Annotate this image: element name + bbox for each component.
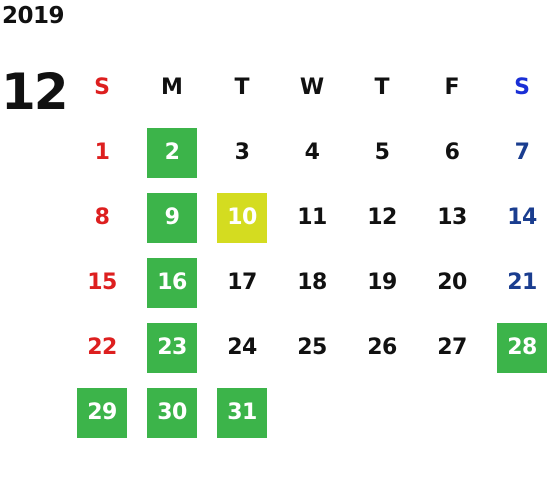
weekday-header-thursday: T <box>374 75 390 100</box>
calendar-day-number: 29 <box>77 387 127 438</box>
calendar-day-number: 22 <box>87 335 117 360</box>
calendar-day-cell[interactable]: 5 <box>347 120 417 185</box>
calendar-month: 12 <box>1 63 69 121</box>
calendar-year: 2019 <box>2 3 65 29</box>
calendar-day-number: 5 <box>374 140 390 165</box>
calendar-day-number: 6 <box>444 140 460 165</box>
calendar-day-cell[interactable]: 12 <box>347 185 417 250</box>
calendar-day-number: 10 <box>217 192 267 243</box>
calendar-day-cell[interactable]: 4 <box>277 120 347 185</box>
calendar-day-number: 9 <box>147 192 197 243</box>
calendar-day-cell[interactable]: 14 <box>487 185 548 250</box>
calendar-day-number: 12 <box>367 205 397 230</box>
calendar-day-cell[interactable]: 15 <box>67 250 137 315</box>
calendar-day-cell[interactable]: 8 <box>67 185 137 250</box>
calendar-day-number: 27 <box>437 335 467 360</box>
calendar-day-cell[interactable]: 29 <box>67 380 137 445</box>
calendar-day-cell[interactable]: 19 <box>347 250 417 315</box>
weekday-header-monday: M <box>161 75 183 100</box>
calendar-day-cell[interactable]: 28 <box>487 315 548 380</box>
calendar-day-cell[interactable]: 30 <box>137 380 207 445</box>
calendar-week-row: 22 23 24 25 26 27 28 <box>67 315 548 380</box>
calendar-day-number: 13 <box>437 205 467 230</box>
calendar-day-number <box>287 388 337 438</box>
calendar-day-number: 30 <box>147 387 197 438</box>
calendar-day-number <box>427 388 477 438</box>
calendar-day-number <box>357 388 407 438</box>
calendar-week-row: 8 9 10 11 12 13 14 <box>67 185 548 250</box>
calendar-empty-cell <box>347 380 417 445</box>
calendar-day-cell[interactable]: 13 <box>417 185 487 250</box>
calendar-day-number: 2 <box>147 127 197 178</box>
calendar-day-number: 20 <box>437 270 467 295</box>
calendar-day-number: 7 <box>514 140 530 165</box>
calendar-day-cell[interactable]: 1 <box>67 120 137 185</box>
calendar-day-number: 1 <box>94 140 110 165</box>
calendar-day-cell[interactable]: 9 <box>137 185 207 250</box>
calendar-day-number: 4 <box>304 140 320 165</box>
calendar-day-number: 24 <box>227 335 257 360</box>
calendar-week-row: 1 2 3 4 5 6 7 <box>67 120 548 185</box>
calendar-day-cell[interactable]: 16 <box>137 250 207 315</box>
calendar-day-cell[interactable]: 26 <box>347 315 417 380</box>
calendar-day-number: 19 <box>367 270 397 295</box>
calendar-day-cell[interactable]: 6 <box>417 120 487 185</box>
calendar-empty-cell <box>277 380 347 445</box>
calendar-day-number: 23 <box>147 322 197 373</box>
calendar-empty-cell <box>417 380 487 445</box>
calendar-day-cell[interactable]: 10 <box>207 185 277 250</box>
calendar-day-number: 31 <box>217 387 267 438</box>
calendar-day-number: 3 <box>234 140 250 165</box>
calendar-day-cell[interactable]: 3 <box>207 120 277 185</box>
calendar-day-cell[interactable]: 24 <box>207 315 277 380</box>
calendar-day-number: 16 <box>147 257 197 308</box>
weekday-header-row: S M T W T F S <box>67 55 548 120</box>
calendar-day-cell[interactable]: 23 <box>137 315 207 380</box>
calendar-day-number: 14 <box>507 205 537 230</box>
calendar-day-cell[interactable]: 27 <box>417 315 487 380</box>
calendar-day-number: 28 <box>497 322 547 373</box>
calendar-day-number: 18 <box>297 270 327 295</box>
calendar-day-number: 15 <box>87 270 117 295</box>
calendar-day-cell[interactable]: 2 <box>137 120 207 185</box>
calendar-day-cell[interactable]: 31 <box>207 380 277 445</box>
calendar-day-number: 21 <box>507 270 537 295</box>
calendar-day-cell[interactable]: 18 <box>277 250 347 315</box>
calendar-day-cell[interactable]: 20 <box>417 250 487 315</box>
calendar-day-cell[interactable]: 11 <box>277 185 347 250</box>
calendar-day-number: 11 <box>297 205 327 230</box>
calendar-day-number: 17 <box>227 270 257 295</box>
calendar-day-number: 25 <box>297 335 327 360</box>
weekday-header-saturday: S <box>514 75 530 100</box>
weekday-header-sunday: S <box>94 75 110 100</box>
calendar-day-number: 8 <box>94 205 110 230</box>
calendar-day-cell[interactable]: 22 <box>67 315 137 380</box>
weekday-header-wednesday: W <box>299 75 325 100</box>
calendar-day-cell[interactable]: 21 <box>487 250 548 315</box>
calendar-week-row: 15 16 17 18 19 20 21 <box>67 250 548 315</box>
weekday-header-friday: F <box>444 75 460 100</box>
calendar-empty-cell <box>487 380 548 445</box>
calendar-day-number <box>497 388 547 438</box>
weekday-header-tuesday: T <box>234 75 250 100</box>
calendar-day-cell[interactable]: 25 <box>277 315 347 380</box>
calendar-day-number: 26 <box>367 335 397 360</box>
calendar-week-row: 29 30 31 <box>67 380 548 445</box>
calendar-day-cell[interactable]: 7 <box>487 120 548 185</box>
calendar-day-cell[interactable]: 17 <box>207 250 277 315</box>
